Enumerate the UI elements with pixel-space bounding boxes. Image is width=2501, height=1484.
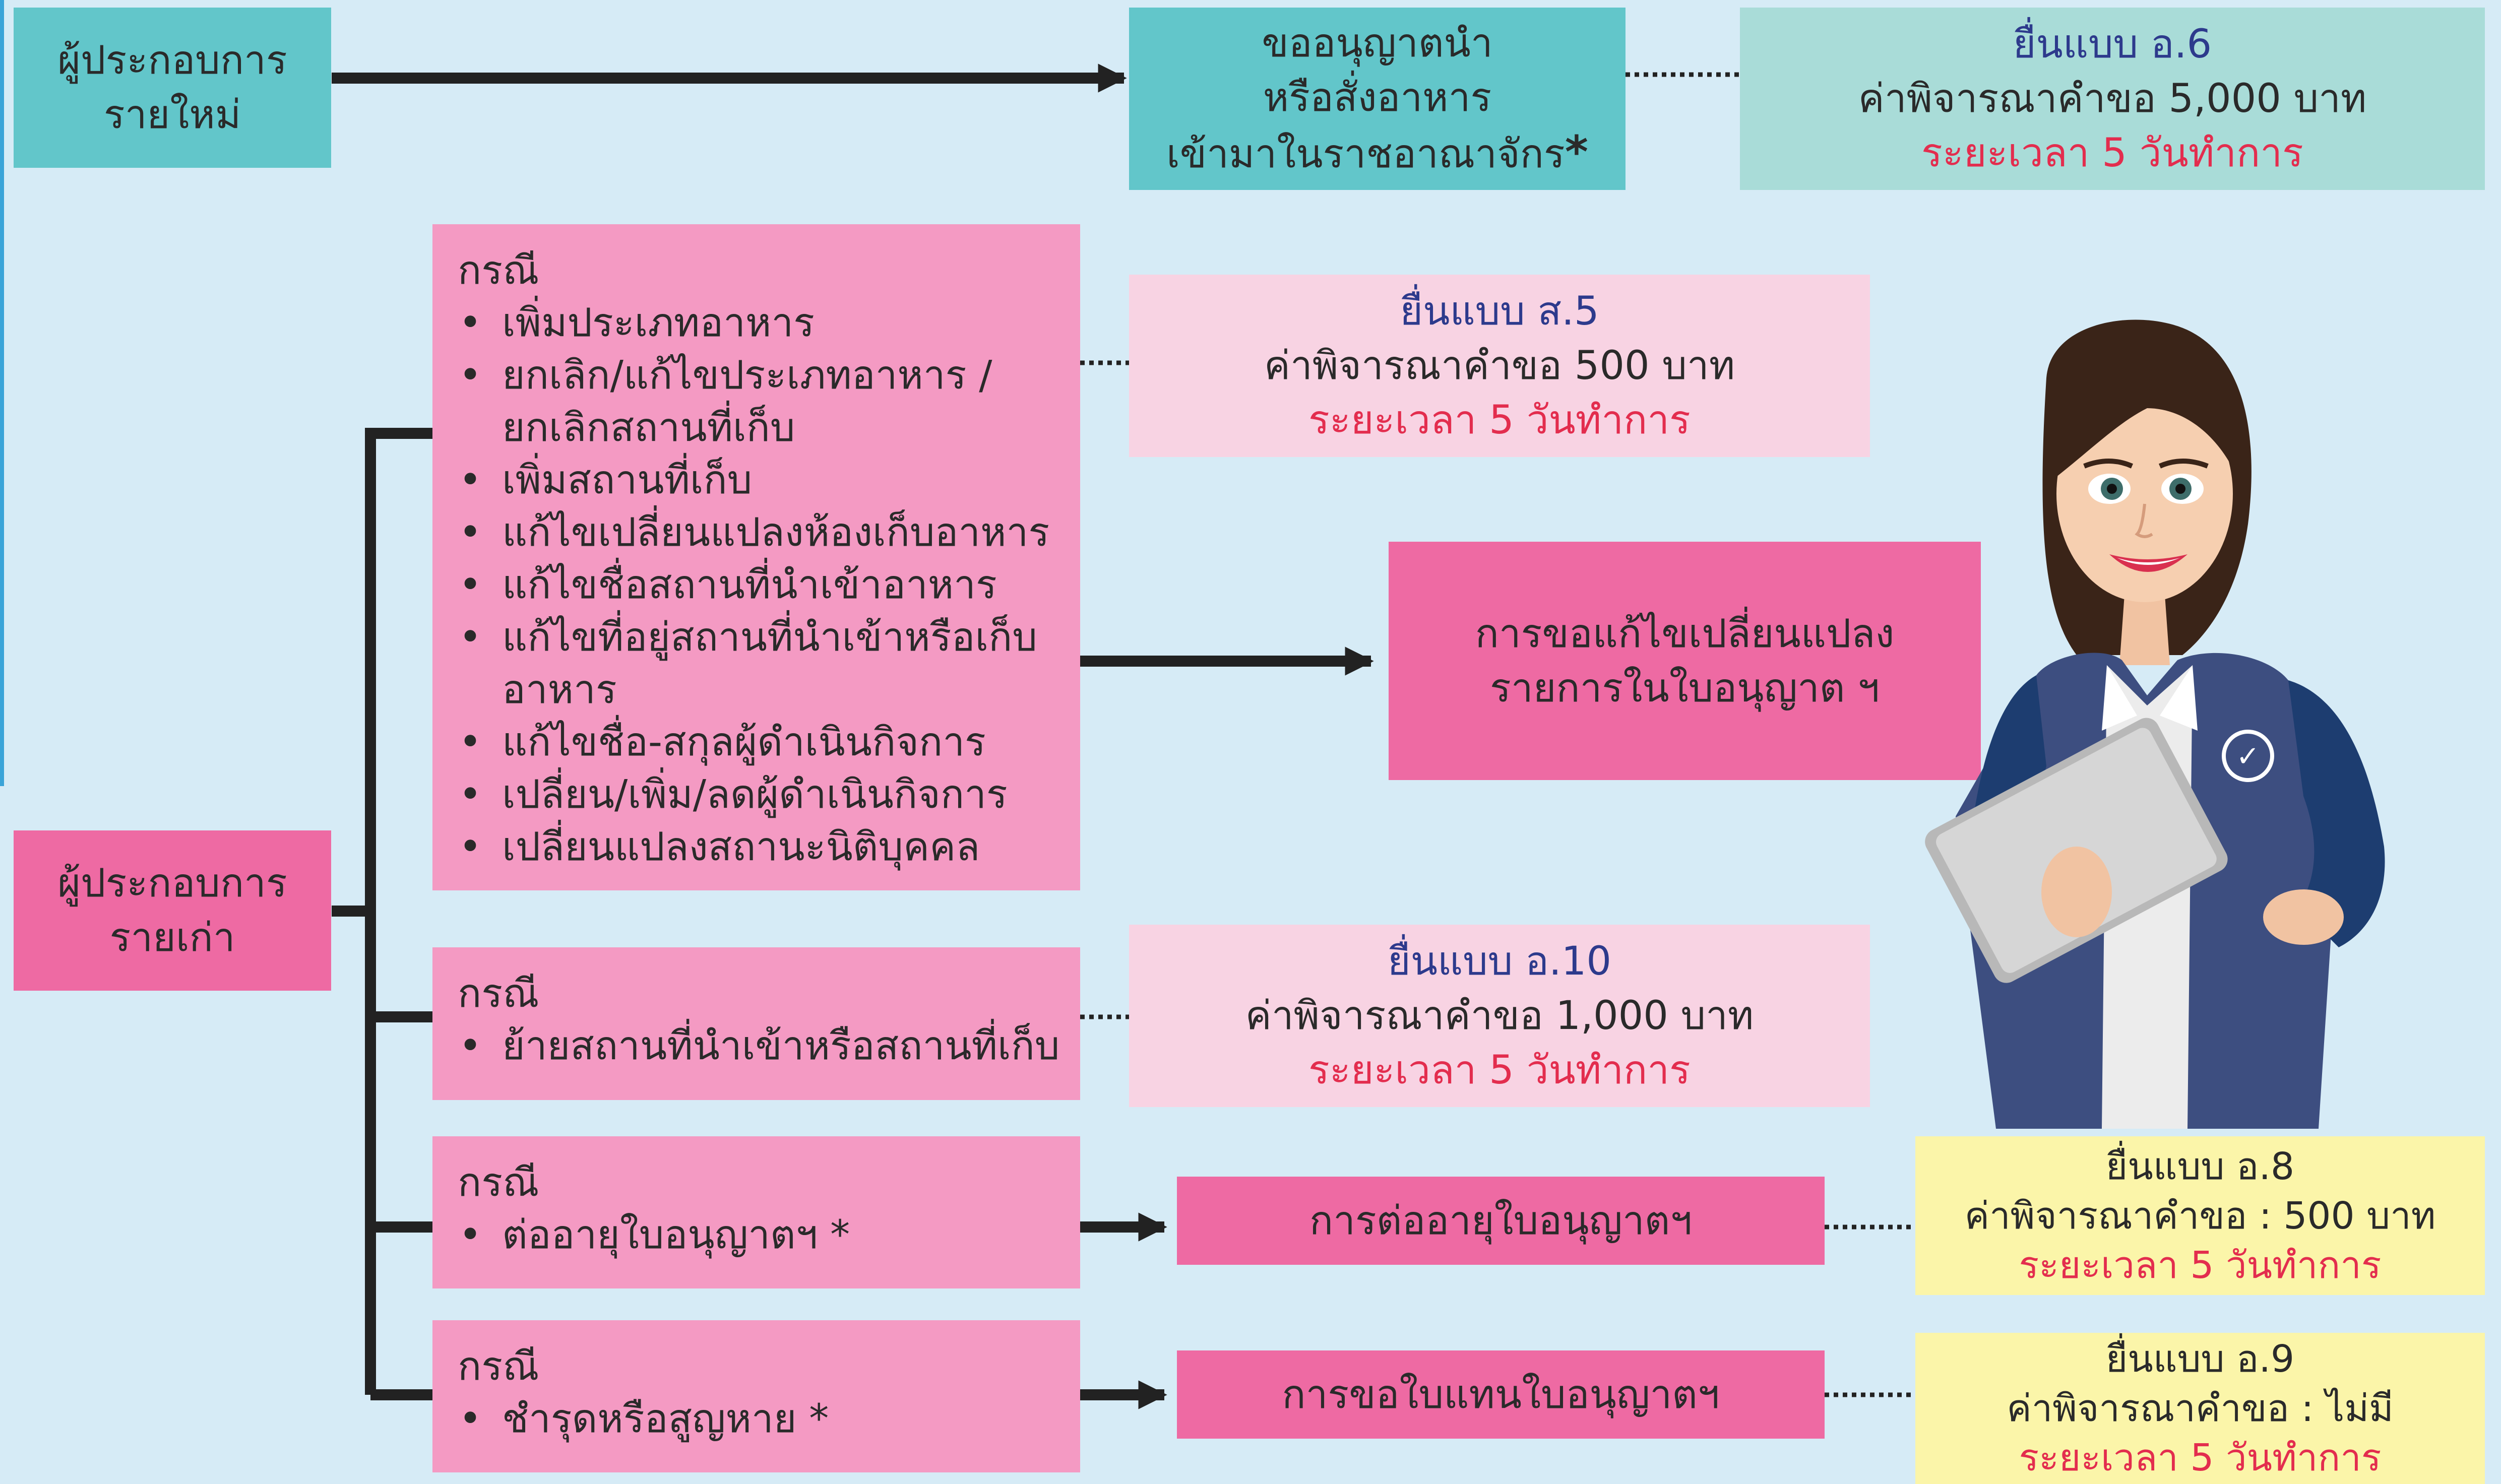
form-s5-fee: ค่าพิจารณาคำขอ 500 บาท bbox=[1264, 343, 1735, 389]
case-replace-list: ชำรุดหรือสูญหาย * bbox=[458, 1393, 1060, 1445]
old-operator-branch-top bbox=[332, 428, 432, 917]
form-o8-fee: ค่าพิจารณาคำขอ : 500 บาท bbox=[1964, 1194, 2436, 1238]
renew-process-box: การต่ออายุใบอนุญาตฯ bbox=[1177, 1177, 1825, 1265]
import-permit-line-2: หรือสั่งอาหาร bbox=[1263, 75, 1492, 120]
case-changes-title: กรณี bbox=[458, 248, 539, 293]
form-o10-title: ยื่นแบบ อ.10 bbox=[1387, 939, 1611, 984]
list-item: เปลี่ยนแปลงสถานะนิติบุคคล bbox=[458, 821, 1060, 873]
form-s5-duration: ระยะเวลา 5 วันทำการ bbox=[1308, 398, 1691, 443]
case-move-title: กรณี bbox=[458, 971, 539, 1016]
list-item: แก้ไขที่อยู่สถานที่นำเข้าหรือเก็บอาหาร bbox=[458, 611, 1072, 716]
list-item: แก้ไขเปลี่ยนแปลงห้องเก็บอาหาร bbox=[458, 506, 1060, 559]
case-renew-box: กรณี ต่ออายุใบอนุญาตฯ * bbox=[432, 1136, 1080, 1288]
new-operator-box: ผู้ประกอบการ รายใหม่ bbox=[14, 8, 331, 168]
case-changes-box: กรณี เพิ่มประเภทอาหาร ยกเลิก/แก้ไขประเภท… bbox=[432, 224, 1080, 890]
case-replace-box: กรณี ชำรุดหรือสูญหาย * bbox=[432, 1320, 1080, 1472]
new-operator-label-2: รายใหม่ bbox=[103, 92, 241, 138]
form-o8-title: ยื่นแบบ อ.8 bbox=[2105, 1144, 2295, 1188]
import-permit-line-1: ขออนุญาตนำ bbox=[1262, 21, 1493, 66]
form-o9-box: ยื่นแบบ อ.9 ค่าพิจารณาคำขอ : ไม่มี ระยะเ… bbox=[1915, 1333, 2485, 1484]
replace-process-box: การขอใบแทนใบอนุญาตฯ bbox=[1177, 1350, 1825, 1439]
form-o8-box: ยื่นแบบ อ.8 ค่าพิจารณาคำขอ : 500 บาท ระย… bbox=[1915, 1136, 2485, 1295]
import-permit-line-3: เข้ามาในราชอาณาจักร bbox=[1166, 132, 1565, 177]
new-operator-label-1: ผู้ประกอบการ bbox=[57, 38, 287, 83]
woman-with-tablet-icon: ✓ bbox=[1925, 319, 2385, 1129]
form-o8-duration: ระยะเวลา 5 วันทำการ bbox=[2019, 1243, 2382, 1287]
import-permit-box: ขออนุญาตนำ หรือสั่งอาหาร เข้ามาในราชอาณา… bbox=[1129, 8, 1625, 190]
list-item: เปลี่ยน/เพิ่ม/ลดผู้ดำเนินกิจการ bbox=[458, 768, 1060, 821]
case-renew-list: ต่ออายุใบอนุญาตฯ * bbox=[458, 1209, 1060, 1261]
list-item: ยกเลิก/แก้ไขประเภทอาหาร / ยกเลิกสถานที่เ… bbox=[458, 349, 1072, 454]
form-o10-fee: ค่าพิจารณาคำขอ 1,000 บาท bbox=[1245, 993, 1754, 1039]
license-change-line-1: การขอแก้ไขเปลี่ยนแปลง bbox=[1475, 611, 1895, 657]
list-item: ย้ายสถานที่นำเข้าหรือสถานที่เก็บ bbox=[458, 1020, 1060, 1072]
case-move-list: ย้ายสถานที่นำเข้าหรือสถานที่เก็บ bbox=[458, 1020, 1060, 1072]
form-o6-fee: ค่าพิจารณาคำขอ 5,000 บาท bbox=[1858, 76, 2367, 121]
old-operator-label-2: รายเก่า bbox=[109, 915, 235, 960]
form-s5-title: ยื่นแบบ ส.5 bbox=[1400, 289, 1599, 334]
list-item: ชำรุดหรือสูญหาย * bbox=[458, 1393, 1060, 1445]
list-item: เพิ่มประเภทอาหาร bbox=[458, 297, 1060, 349]
form-o6-duration: ระยะเวลา 5 วันทำการ bbox=[1921, 131, 2303, 176]
list-item: ต่ออายุใบอนุญาตฯ * bbox=[458, 1209, 1060, 1261]
license-change-box: การขอแก้ไขเปลี่ยนแปลง รายการในใบอนุญาต ฯ bbox=[1389, 542, 1981, 780]
left-edge-bar bbox=[0, 0, 4, 786]
form-o10-box: ยื่นแบบ อ.10 ค่าพิจารณาคำขอ 1,000 บาท ระ… bbox=[1129, 925, 1870, 1107]
case-move-box: กรณี ย้ายสถานที่นำเข้าหรือสถานที่เก็บ bbox=[432, 947, 1080, 1100]
form-o9-title: ยื่นแบบ อ.9 bbox=[2105, 1337, 2295, 1381]
import-permit-asterisk: * bbox=[1565, 126, 1588, 178]
case-changes-list: เพิ่มประเภทอาหาร ยกเลิก/แก้ไขประเภทอาหาร… bbox=[458, 297, 1060, 873]
old-operator-label-1: ผู้ประกอบการ bbox=[57, 861, 287, 906]
case-replace-title: กรณี bbox=[458, 1344, 539, 1389]
form-o6-box: ยื่นแบบ อ.6 ค่าพิจารณาคำขอ 5,000 บาท ระย… bbox=[1740, 8, 2485, 190]
form-s5-box: ยื่นแบบ ส.5 ค่าพิจารณาคำขอ 500 บาท ระยะเ… bbox=[1129, 275, 1870, 457]
form-o9-duration: ระยะเวลา 5 วันทำการ bbox=[2019, 1436, 2382, 1479]
form-o9-fee: ค่าพิจารณาคำขอ : ไม่มี bbox=[2007, 1387, 2394, 1430]
svg-text:✓: ✓ bbox=[2236, 740, 2260, 773]
license-change-line-2: รายการในใบอนุญาต ฯ bbox=[1490, 665, 1880, 711]
form-o10-duration: ระยะเวลา 5 วันทำการ bbox=[1308, 1048, 1691, 1093]
old-operator-box: ผู้ประกอบการ รายเก่า bbox=[14, 830, 331, 991]
list-item: เพิ่มสถานที่เก็บ bbox=[458, 454, 1060, 506]
form-o6-title: ยื่นแบบ อ.6 bbox=[2013, 22, 2212, 67]
renew-process-label: การต่ออายุใบอนุญาตฯ bbox=[1309, 1198, 1693, 1244]
list-item: แก้ไขชื่อ-สกุลผู้ดำเนินกิจการ bbox=[458, 716, 1060, 768]
replace-process-label: การขอใบแทนใบอนุญาตฯ bbox=[1282, 1372, 1720, 1417]
list-item: แก้ไขชื่อสถานที่นำเข้าอาหาร bbox=[458, 559, 1060, 611]
case-renew-title: กรณี bbox=[458, 1160, 539, 1205]
